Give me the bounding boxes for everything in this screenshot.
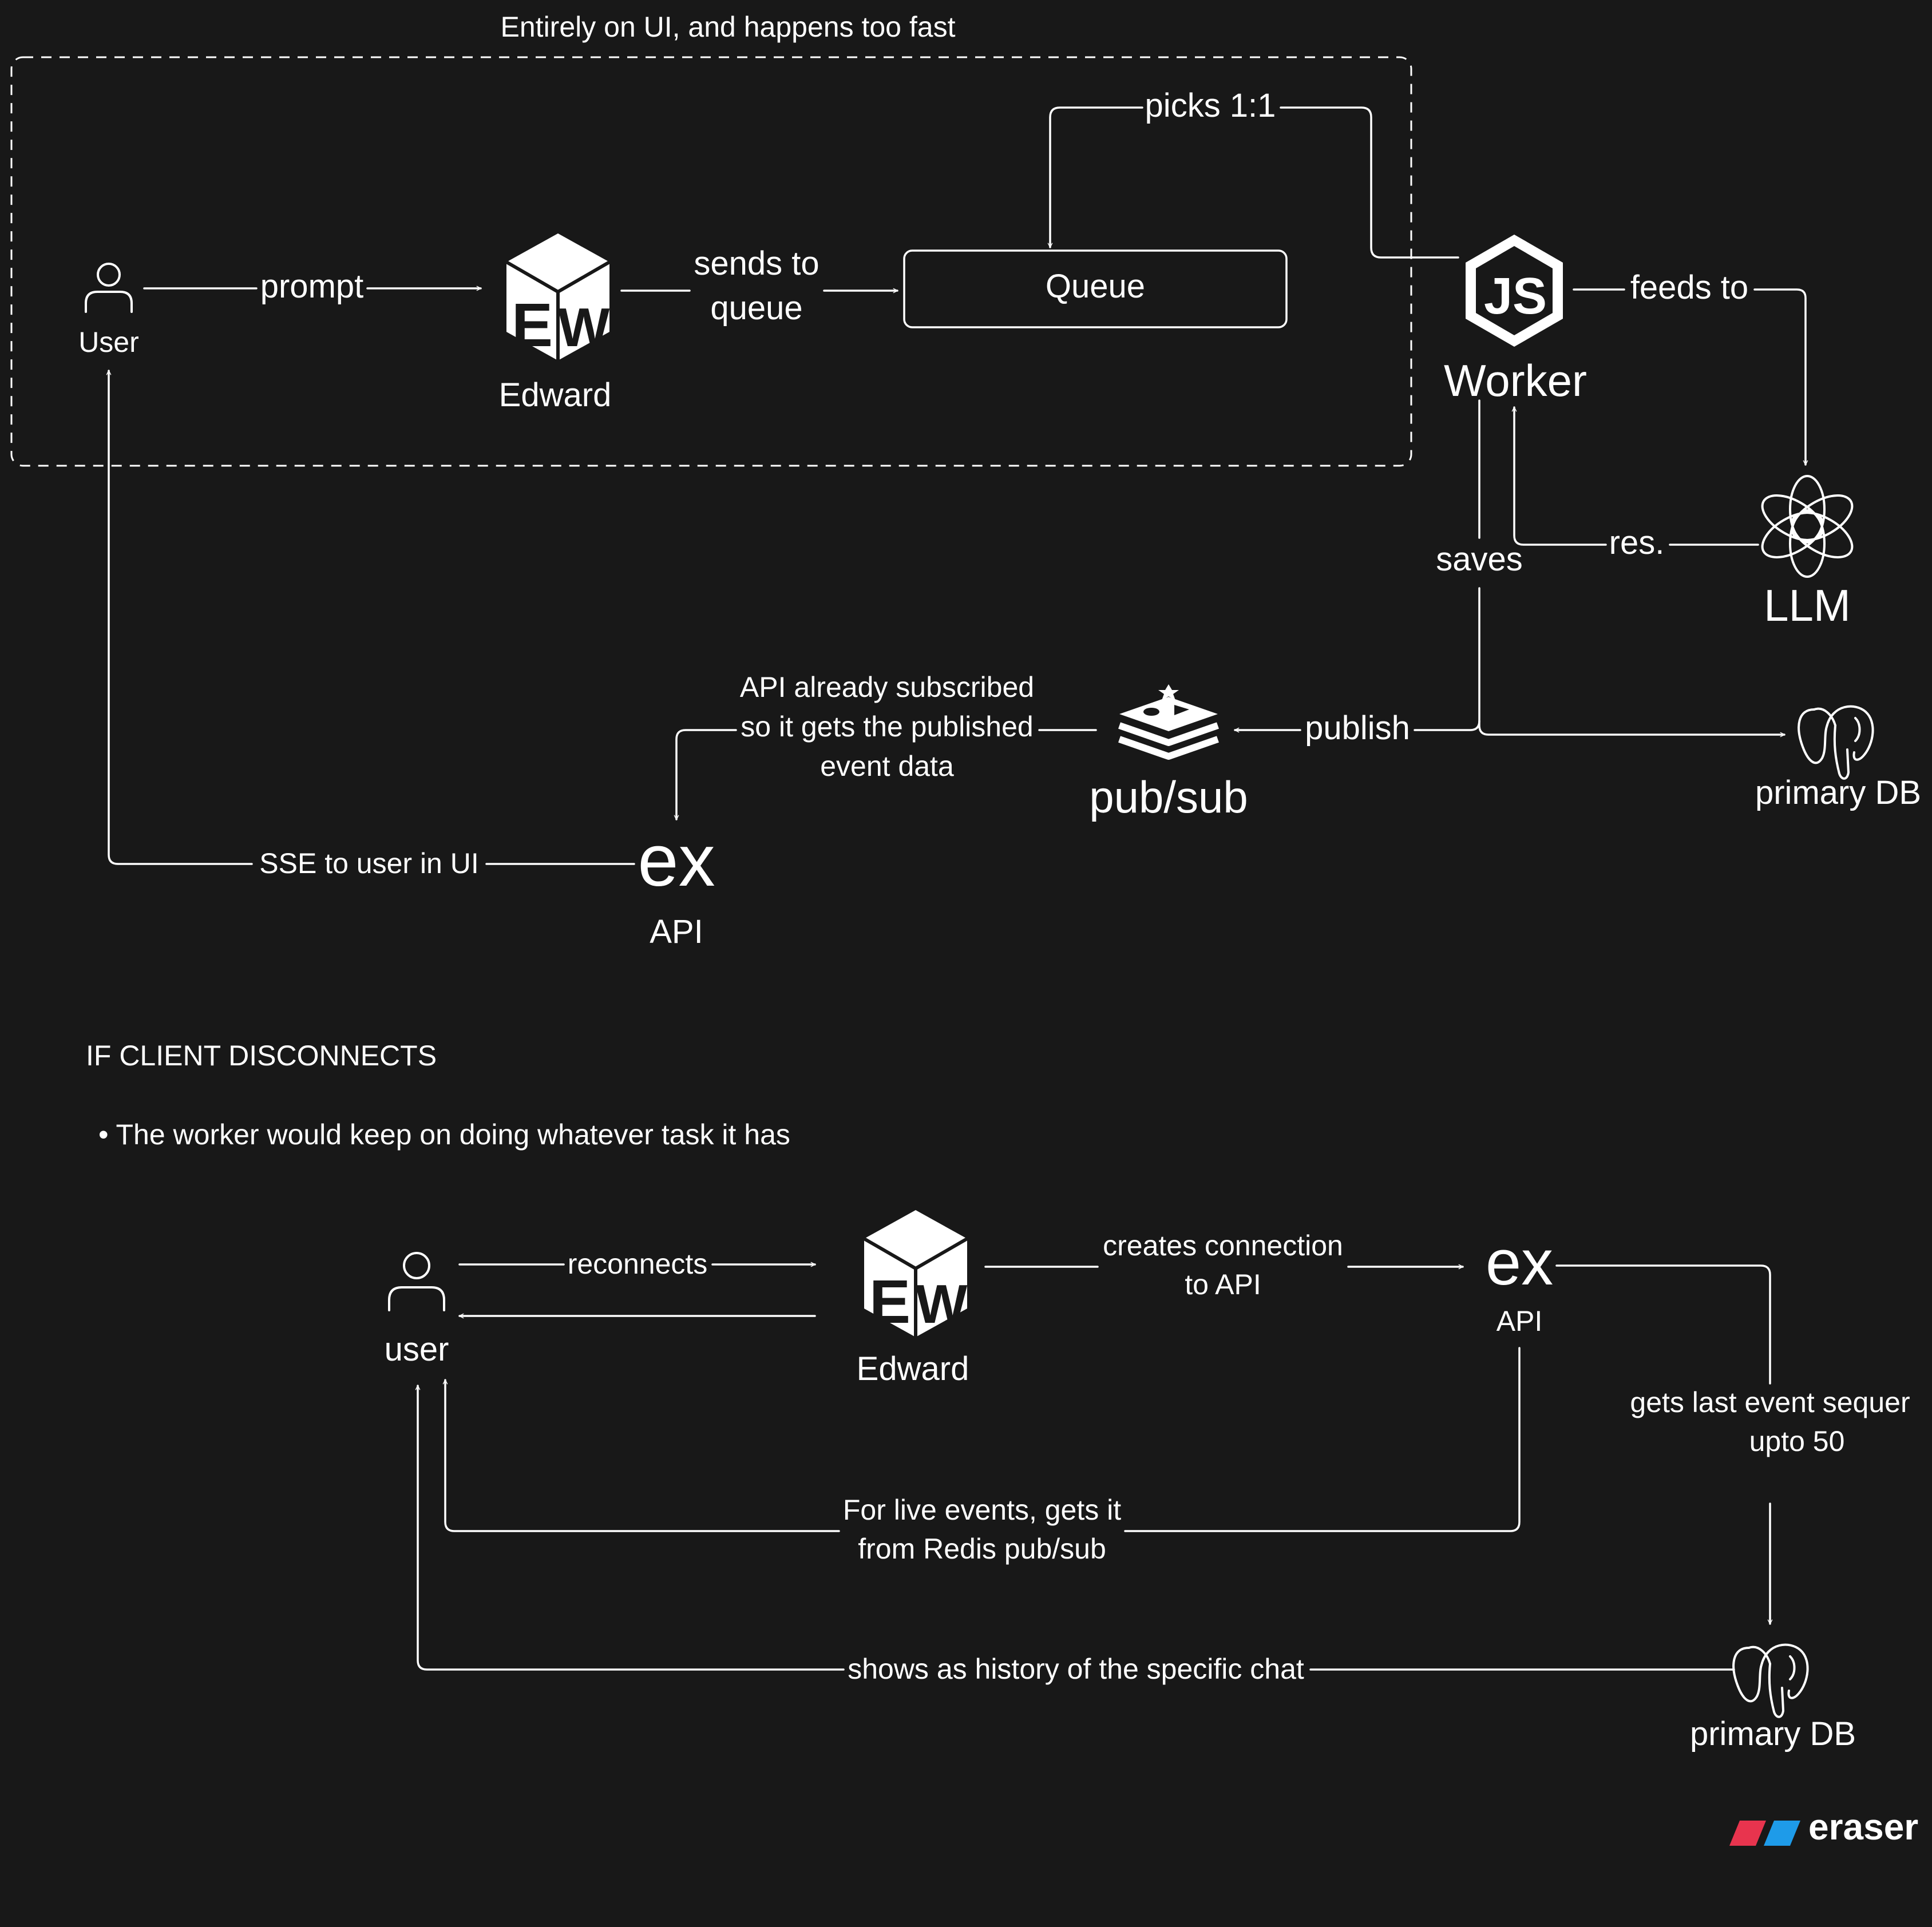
worker-label: Worker	[1444, 355, 1587, 406]
edge-sends-to-queue-line2: queue	[710, 290, 802, 327]
edge-api-subscribed-line3: event data	[820, 750, 954, 782]
edward-logo-icon: E W	[863, 1210, 968, 1337]
queue-label: Queue	[1046, 268, 1145, 305]
edge-live-events[interactable]: For live events, gets it from Redis pub/…	[442, 1347, 1521, 1565]
edge-history[interactable]: shows as history of the specific chat	[415, 1385, 1735, 1685]
user-icon	[388, 1252, 445, 1311]
queue-node[interactable]: Queue	[903, 249, 1288, 328]
user-top-label: User	[78, 326, 139, 358]
section-bullet: • The worker would keep on doing whateve…	[98, 1119, 790, 1151]
edge-creates-connection-line1: creates connection	[1103, 1230, 1343, 1262]
edge-picks-label: picks 1:1	[1145, 87, 1276, 124]
edge-feeds-to[interactable]: feeds to	[1573, 269, 1808, 466]
edge-sends-to-queue[interactable]: sends to queue	[620, 245, 898, 327]
edge-res[interactable]: res.	[1511, 406, 1759, 561]
edge-api-subscribed[interactable]: API already subscribed so it gets the pu…	[674, 671, 1097, 820]
edge-publish-label: publish	[1305, 709, 1410, 747]
primary-db-top-label: primary DB	[1755, 774, 1921, 811]
pubsub-node[interactable]: pub/sub	[1089, 684, 1248, 822]
user-top-node[interactable]: User	[78, 263, 139, 358]
edward-logo-icon: E W	[505, 233, 611, 360]
edge-prompt-label: prompt	[260, 268, 364, 305]
edge-feeds-to-label: feeds to	[1630, 269, 1748, 306]
express-icon: ex	[1486, 1227, 1553, 1298]
llm-node[interactable]: LLM	[1755, 475, 1859, 631]
api-top-node[interactable]: ex API	[638, 820, 715, 950]
edge-saves-label: saves	[1436, 541, 1523, 578]
edward-logo-letter-w: W	[558, 297, 610, 358]
edge-saves[interactable]: saves	[1436, 399, 1785, 738]
eraser-brand[interactable]: eraser	[1729, 1806, 1918, 1847]
edward-bottom-label: Edward	[857, 1350, 969, 1387]
edward-logo-letter-w: W	[916, 1274, 968, 1335]
primary-db-bottom-label: primary DB	[1690, 1715, 1856, 1752]
edge-live-events-line2: from Redis pub/sub	[858, 1533, 1106, 1565]
nodejs-icon: JS	[1466, 235, 1563, 347]
eraser-logo-icon	[1729, 1821, 1800, 1846]
edge-gets-last-event-line2: upto 50	[1749, 1425, 1845, 1457]
section-heading: IF CLIENT DISCONNECTS	[86, 1040, 437, 1072]
edge-publish[interactable]: publish	[1234, 709, 1480, 747]
edward-top-node[interactable]: E W Edward	[499, 233, 612, 414]
edge-creates-connection-line2: to API	[1185, 1268, 1261, 1300]
edge-sse[interactable]: SSE to user in UI	[106, 370, 635, 879]
edge-res-label: res.	[1609, 524, 1665, 561]
edward-bottom-node[interactable]: E W Edward	[857, 1210, 969, 1387]
edge-live-events-line1: For live events, gets it	[843, 1494, 1121, 1526]
primary-db-bottom-node[interactable]: primary DB	[1690, 1643, 1856, 1752]
edward-logo-letter-e: E	[869, 1267, 910, 1336]
nodejs-icon-letters: JS	[1484, 268, 1547, 325]
edge-api-subscribed-line2: so it gets the published	[741, 711, 1033, 743]
pubsub-label: pub/sub	[1089, 772, 1248, 822]
worker-node[interactable]: JS Worker	[1444, 235, 1587, 406]
edge-gets-last-event[interactable]: gets last event sequer upto 50	[1555, 1264, 1910, 1625]
edward-logo-letter-e: E	[512, 290, 553, 359]
edge-reconnects-label: reconnects	[568, 1248, 708, 1280]
edge-gets-last-event-line1: gets last event sequer	[1630, 1386, 1910, 1418]
edge-sends-to-queue-line1: sends to	[694, 245, 819, 282]
api-bottom-node[interactable]: ex API	[1486, 1227, 1553, 1337]
eraser-brand-label: eraser	[1808, 1806, 1918, 1847]
primary-db-top-node[interactable]: primary DB	[1755, 705, 1921, 811]
edge-history-label: shows as history of the specific chat	[848, 1653, 1304, 1685]
openai-icon	[1761, 475, 1854, 578]
llm-label: LLM	[1764, 580, 1851, 631]
api-top-label: API	[650, 913, 703, 950]
user-icon	[85, 263, 133, 313]
express-icon: ex	[638, 820, 715, 902]
user-bottom-node[interactable]: user	[385, 1252, 449, 1368]
edge-reconnects[interactable]: reconnects	[458, 1248, 816, 1280]
edward-top-label: Edward	[499, 376, 612, 414]
user-bottom-label: user	[385, 1331, 449, 1368]
postgres-icon	[1798, 705, 1874, 780]
redis-icon	[1118, 684, 1219, 760]
edge-creates-connection[interactable]: creates connection to API	[984, 1230, 1464, 1300]
edge-prompt[interactable]: prompt	[143, 268, 482, 305]
edge-api-subscribed-line1: API already subscribed	[740, 671, 1034, 703]
api-bottom-label: API	[1496, 1305, 1543, 1337]
postgres-icon	[1732, 1643, 1809, 1718]
frame-label: Entirely on UI, and happens too fast	[501, 11, 956, 43]
edge-picks[interactable]: picks 1:1	[1047, 87, 1459, 259]
edge-sse-label: SSE to user in UI	[259, 847, 479, 879]
